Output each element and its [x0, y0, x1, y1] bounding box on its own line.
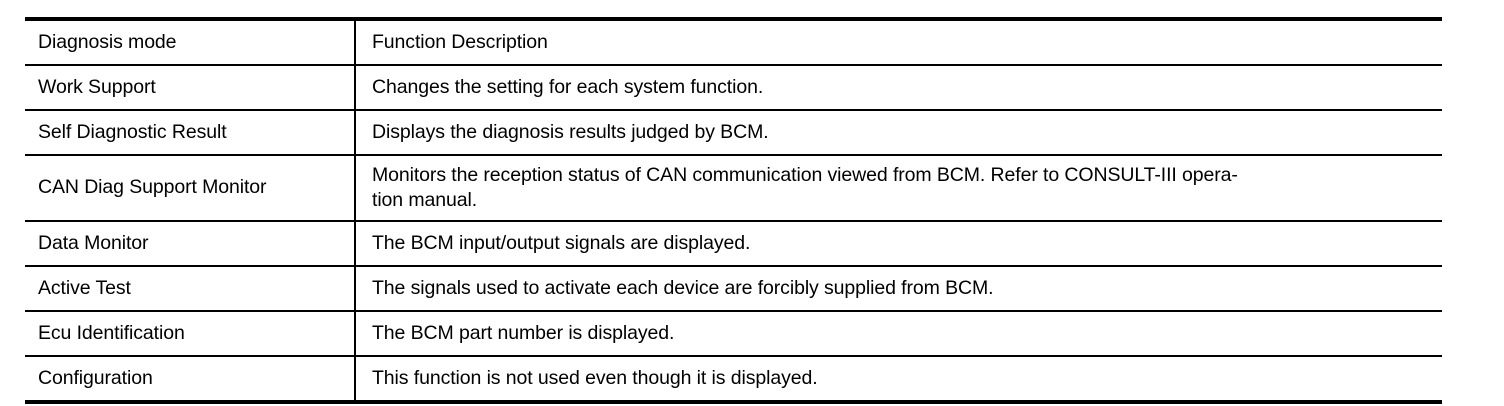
cell-diagnosis-mode: Ecu Identification [25, 311, 356, 357]
cell-diagnosis-mode: Work Support [25, 65, 356, 111]
description-line: The BCM input/output signals are display… [372, 231, 751, 254]
cell-function-description: Monitors the reception status of CAN com… [355, 155, 1442, 222]
description-line: The BCM part number is displayed. [372, 321, 675, 344]
description-line: The signals used to activate each device… [372, 276, 994, 299]
table-row: CAN Diag Support Monitor Monitors the re… [25, 155, 1442, 222]
table-row: Active Test The signals used to activate… [25, 266, 1442, 312]
table-header: Diagnosis mode Function Description [25, 17, 1442, 66]
table-row: Self Diagnostic Result Displays the diag… [25, 110, 1442, 156]
cell-diagnosis-mode: Configuration [25, 356, 356, 404]
table-body: Work Support Changes the setting for eac… [25, 65, 1442, 404]
cell-diagnosis-mode: Data Monitor [25, 221, 356, 267]
cell-diagnosis-mode: CAN Diag Support Monitor [25, 155, 356, 222]
description-line: Displays the diagnosis results judged by… [372, 120, 769, 143]
table-row: Work Support Changes the setting for eac… [25, 65, 1442, 111]
cell-function-description: Displays the diagnosis results judged by… [355, 110, 1442, 156]
table-header-row: Diagnosis mode Function Description [25, 17, 1442, 66]
table-row: Configuration This function is not used … [25, 356, 1442, 404]
table-row: Ecu Identification The BCM part number i… [25, 311, 1442, 357]
cell-function-description: The signals used to activate each device… [355, 266, 1442, 312]
cell-function-description: Changes the setting for each system func… [355, 65, 1442, 111]
cell-diagnosis-mode: Active Test [25, 266, 356, 312]
description-line: tion manual. [372, 189, 478, 211]
table-row: Data Monitor The BCM input/output signal… [25, 221, 1442, 267]
cell-function-description: The BCM part number is displayed. [355, 311, 1442, 357]
cell-function-description: The BCM input/output signals are display… [355, 221, 1442, 267]
cell-function-description: This function is not used even though it… [355, 356, 1442, 404]
column-header-diagnosis-mode: Diagnosis mode [25, 17, 356, 66]
diagnosis-mode-table: Diagnosis mode Function Description Work… [25, 17, 1442, 404]
cell-diagnosis-mode: Self Diagnostic Result [25, 110, 356, 156]
description-line: Monitors the reception status of CAN com… [372, 163, 1238, 186]
column-header-function-description: Function Description [355, 17, 1442, 66]
description-line: This function is not used even though it… [372, 366, 818, 389]
description-line: Changes the setting for each system func… [372, 75, 764, 98]
